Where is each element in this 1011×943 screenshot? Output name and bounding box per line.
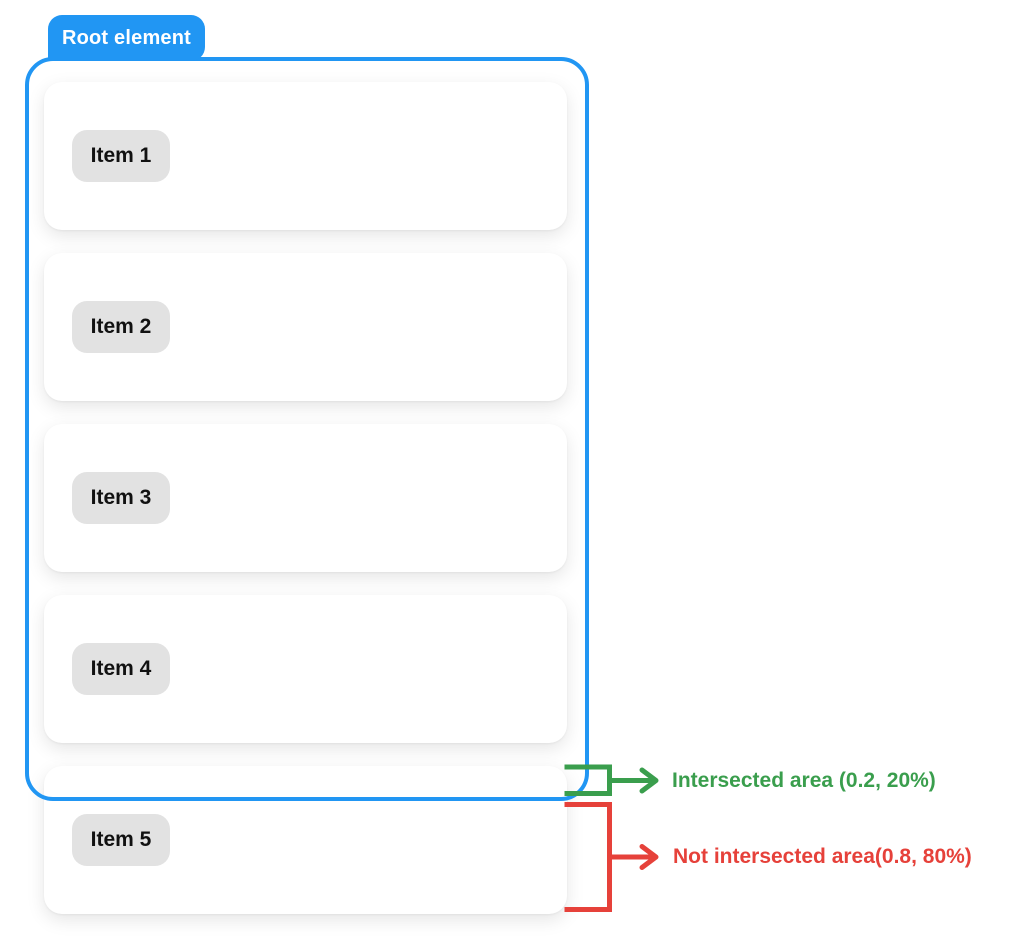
item-card-3: Item 3 [44,424,567,572]
item-chip-label: Item 5 [90,828,152,851]
item-chip-label: Item 2 [90,315,152,338]
item-chip-3: Item 3 [72,472,170,524]
item-chip-1: Item 1 [72,130,170,182]
item-chip-label: Item 1 [90,144,152,167]
item-chip-5: Item 5 [72,814,170,866]
intersected-bracket [564,764,612,796]
item-chip-2: Item 2 [72,301,170,353]
not-intersected-area-label: Not intersected area(0.8, 80%) [673,845,972,868]
item-list: Item 1 Item 2 Item 3 Item 4 Item 5 [44,82,567,937]
item-chip-label: Item 4 [90,657,152,680]
root-element-tab: Root element [48,15,205,61]
item-card-1: Item 1 [44,82,567,230]
item-chip-4: Item 4 [72,643,170,695]
intersected-area-label: Intersected area (0.2, 20%) [672,769,936,792]
not-intersected-bracket [564,802,612,912]
item-card-5: Item 5 [44,766,567,914]
item-chip-label: Item 3 [90,486,152,509]
item-card-4: Item 4 [44,595,567,743]
root-element-label: Root element [61,26,192,49]
item-card-2: Item 2 [44,253,567,401]
intersected-arrow-icon [609,767,659,794]
not-intersected-arrow-icon [609,844,659,870]
